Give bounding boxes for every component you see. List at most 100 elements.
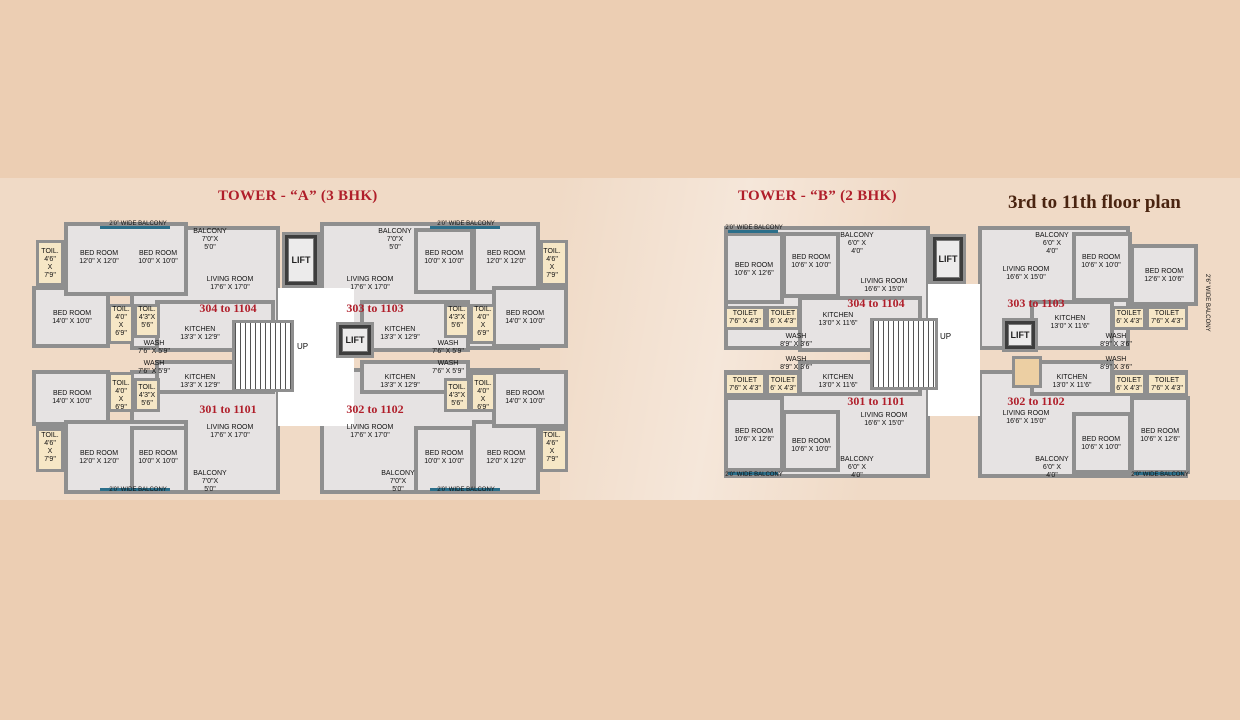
kitchen-label: KITCHEN 13'3" X 12'9" — [180, 374, 220, 389]
kitchen-label: KITCHEN 13'3" X 12'9" — [380, 326, 420, 341]
toilet-label: TOILET 6' X 4'3" — [1116, 377, 1142, 392]
lift-label: LIFT — [342, 328, 368, 352]
living-room-label: LIVING ROOM 17'6" X 17'0" — [346, 424, 394, 439]
kitchen-label: KITCHEN 13'0" X 11'6" — [1052, 374, 1092, 389]
wide-balcony-label: 2'0" WIDE BALCONY — [437, 221, 495, 227]
stair-up-label: UP — [940, 332, 952, 341]
wash-label: WASH 8'9" X 3'6" — [780, 333, 812, 348]
toilet-label: TOIL. 4'3"X 5'6" — [138, 306, 156, 329]
living-room-label: LIVING ROOM 17'6" X 17'0" — [346, 276, 394, 291]
toilet — [1146, 372, 1188, 396]
staircase — [232, 320, 294, 392]
toilet — [444, 378, 470, 412]
toilet-label: TOILET 7'6" X 4'3" — [729, 377, 761, 392]
toilet-label: TOILET 7'6" X 4'3" — [1151, 377, 1183, 392]
kitchen — [1030, 300, 1114, 350]
toilet — [134, 378, 160, 412]
bed-room-label: BED ROOM 14'0" X 10'0" — [505, 310, 545, 325]
wash-label: WASH 7'6" X 5'9" — [432, 360, 464, 375]
bed-room-label: BED ROOM 10'0" X 10'0" — [138, 450, 178, 465]
balcony-rail — [430, 488, 500, 491]
toilet — [1146, 306, 1188, 330]
bed-room — [492, 286, 568, 348]
kitchen-label: KITCHEN 13'3" X 12'9" — [180, 326, 220, 341]
lift-label: LIFT — [936, 240, 960, 278]
toilet — [470, 372, 496, 412]
toilet — [724, 306, 766, 330]
stair-up-label: UP — [297, 342, 309, 351]
wash-label: WASH 8'9" X 3'6" — [1100, 356, 1132, 371]
living-room-label: LIVING ROOM 16'6" X 15'0" — [860, 278, 908, 293]
toilet-label: TOILET 7'6" X 4'3" — [729, 310, 761, 325]
toilet — [1112, 372, 1146, 396]
bed-room-label: BED ROOM 10'0" X 10'0" — [424, 250, 464, 265]
lift-label: LIFT — [288, 238, 314, 282]
tower-b-title: TOWER - “B” (2 BHK) — [738, 188, 897, 204]
tower-a-title: TOWER - “A” (3 BHK) — [218, 188, 378, 204]
toilet — [36, 240, 64, 286]
toilet-label: TOIL. 4'3"X 5'6" — [448, 384, 466, 407]
bed-room — [32, 286, 110, 348]
wash-label: WASH 7'6" X 5'9" — [138, 340, 170, 355]
toilet — [108, 304, 134, 344]
bed-room — [32, 370, 110, 426]
lift: LIFT — [282, 232, 320, 288]
bed-room-label: BED ROOM 10'6" X 12'6" — [1140, 428, 1180, 443]
lift-label: LIFT — [1008, 324, 1032, 346]
balcony-label: BALCONY 6'0" X 4'0" — [1035, 232, 1069, 255]
balcony-label: BALCONY 7'0"X 5'0" — [381, 470, 415, 493]
balcony-rail — [100, 226, 170, 229]
bed-room-label: BED ROOM 12'0" X 12'0" — [79, 450, 119, 465]
bed-room-label: BED ROOM 10'6" X 10'0" — [791, 254, 831, 269]
toilet — [766, 372, 800, 396]
bed-room-label: BED ROOM 12'6" X 10'6" — [1144, 268, 1184, 283]
unit-number: 304 to 1104 — [199, 301, 257, 315]
duct-shaft — [1012, 356, 1042, 388]
bed-room-label: BED ROOM 12'0" X 12'0" — [486, 450, 526, 465]
bed-room — [414, 426, 474, 494]
bed-room-label: BED ROOM 14'0" X 10'0" — [505, 390, 545, 405]
wide-balcony-label: 2'0" WIDE BALCONY — [109, 487, 167, 493]
bed-room-label: BED ROOM 10'0" X 10'0" — [424, 450, 464, 465]
toilet-label: TOIL. 4'6" X 7'9" — [543, 248, 561, 279]
lift: LIFT — [1002, 318, 1038, 352]
toilet — [444, 304, 470, 338]
balcony-rail — [728, 472, 778, 475]
toilet-label: TOIL. 4'6" X 7'9" — [543, 432, 561, 463]
balcony-label: BALCONY 7'0"X 5'0" — [378, 228, 412, 251]
wide-balcony-label: 2'0" WIDE BALCONY — [725, 225, 783, 231]
unit-number: 301 to 1101 — [847, 394, 905, 408]
kitchen — [1030, 360, 1114, 396]
toilet-label: TOIL. 4'6" X 7'9" — [41, 248, 59, 279]
toilet-label: TOILET 6' X 4'3" — [770, 310, 796, 325]
toilet-label: TOIL. 4'0" X 6'9" — [474, 380, 492, 411]
toilet-label: TOIL. 4'6" X 7'9" — [41, 432, 59, 463]
balcony-label: BALCONY 6'0" X 4'0" — [1035, 456, 1069, 479]
living-room-label: LIVING ROOM 16'6" X 15'0" — [1002, 410, 1050, 425]
toilet — [724, 372, 766, 396]
bed-room-label: BED ROOM 10'6" X 10'0" — [1081, 254, 1121, 269]
toilet-label: TOILET 7'6" X 4'3" — [1151, 310, 1183, 325]
kitchen-label: KITCHEN 13'3" X 12'9" — [380, 374, 420, 389]
bed-room-label: BED ROOM 10'6" X 10'0" — [1081, 436, 1121, 451]
toilet-label: TOIL. 4'0" X 6'9" — [112, 380, 130, 411]
unit-number: 304 to 1104 — [847, 296, 905, 310]
bed-room-label: BED ROOM 12'0" X 12'0" — [79, 250, 119, 265]
bed-room-label: BED ROOM 14'0" X 10'0" — [52, 310, 92, 325]
toilet-label: TOIL. 4'0" X 6'9" — [474, 306, 492, 337]
balcony-label: BALCONY 6'0" X 4'0" — [840, 456, 874, 479]
bed-room-label: BED ROOM 10'6" X 12'6" — [734, 262, 774, 277]
living-room-label: LIVING ROOM 17'6" X 17'0" — [206, 424, 254, 439]
unit-number: 302 to 1102 — [1007, 394, 1065, 408]
toilet-label: TOIL. 4'3"X 5'6" — [138, 384, 156, 407]
wide-balcony-label: 2'0" WIDE BALCONY — [109, 221, 167, 227]
bed-room — [130, 426, 188, 494]
toilet — [766, 306, 800, 330]
toilet-label: TOIL. 4'3"X 5'6" — [448, 306, 466, 329]
unit-number: 303 to 1103 — [346, 301, 404, 315]
kitchen-label: KITCHEN 13'0" X 11'6" — [1050, 315, 1090, 330]
toilet-label: TOILET 6' X 4'3" — [770, 377, 796, 392]
living-room-label: LIVING ROOM 17'6" X 17'0" — [206, 276, 254, 291]
balcony-label: BALCONY 7'0"X 5'0" — [193, 228, 227, 251]
lift: LIFT — [930, 234, 966, 284]
